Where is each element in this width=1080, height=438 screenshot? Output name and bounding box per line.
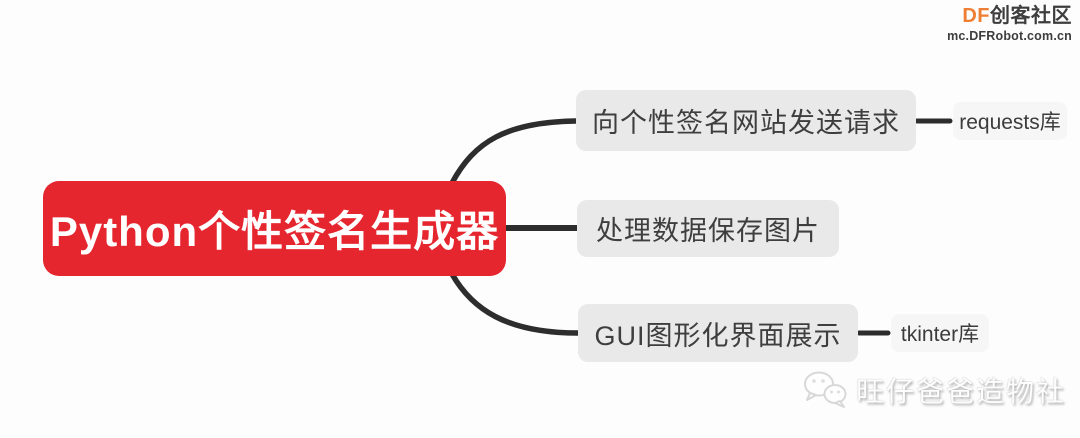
- brand-logo: DF创客社区 mc.DFRobot.com.cn: [947, 5, 1072, 44]
- brand-url: mc.DFRobot.com.cn: [947, 29, 1072, 43]
- branch-node-process-data: 处理数据保存图片: [577, 200, 839, 257]
- connector-root-to-branch-1: [449, 118, 579, 186]
- brand-prefix: DF: [962, 5, 990, 27]
- branch-node-label: 处理数据保存图片: [596, 216, 820, 246]
- watermark-text: 旺仔爸爸造物社: [856, 376, 1067, 407]
- root-node-label: Python个性签名生成器: [49, 208, 500, 255]
- child-node-requests-lib: requests库: [953, 102, 1067, 140]
- watermark: 旺仔爸爸造物社: [800, 368, 1066, 412]
- branch-node-label: GUI图形化界面展示: [594, 320, 842, 351]
- root-node: Python个性签名生成器: [43, 181, 506, 276]
- branch-node-send-request: 向个性签名网站发送请求: [576, 90, 916, 151]
- child-node-tkinter-lib: tkinter库: [891, 314, 989, 352]
- child-node-label: requests库: [959, 111, 1061, 134]
- child-node-label: tkinter库: [900, 323, 980, 346]
- brand-title: DF创客社区: [947, 5, 1072, 27]
- chat-bubbles-icon: [804, 371, 847, 408]
- connector-root-to-branch-3: [449, 271, 581, 336]
- branch-node-gui-display: GUI图形化界面展示: [578, 304, 858, 362]
- brand-name: 创客社区: [990, 5, 1072, 27]
- branch-node-label: 向个性签名网站发送请求: [592, 108, 900, 138]
